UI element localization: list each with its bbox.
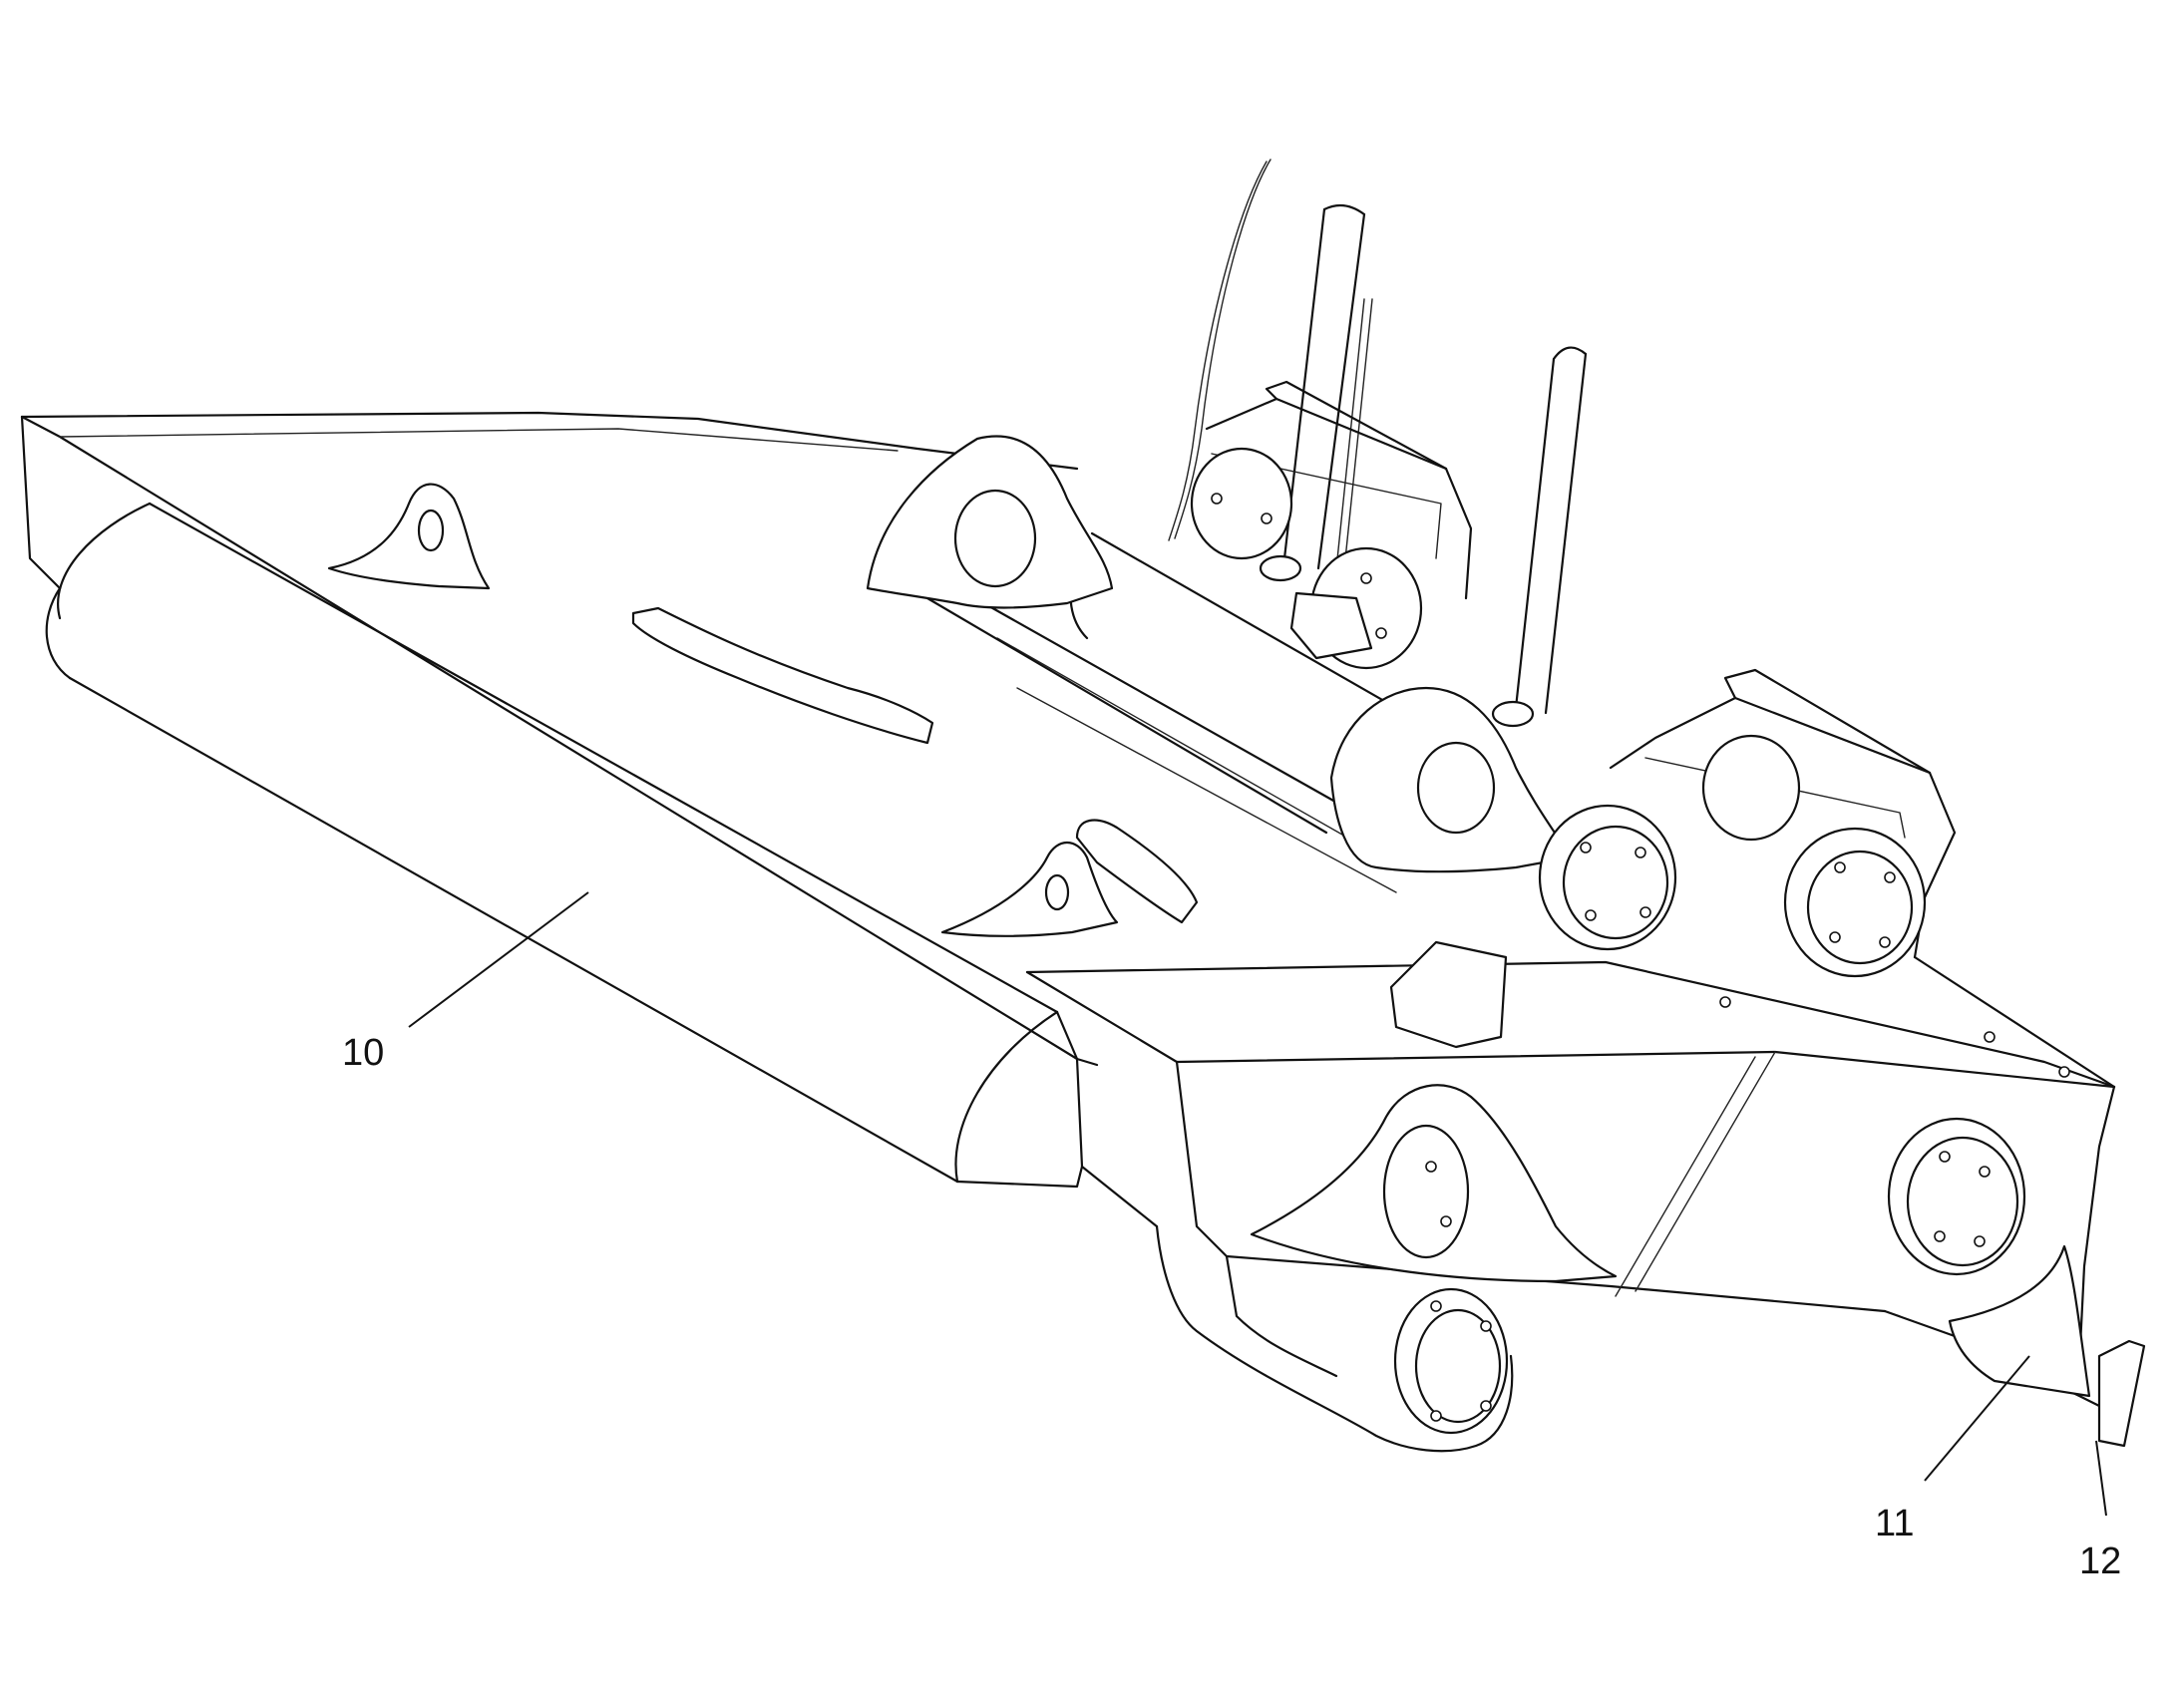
callout-10: 10 [342, 891, 589, 1074]
hydraulic-lines [1168, 159, 1588, 728]
leader-line-10 [408, 891, 589, 1028]
frame-body [20, 380, 2146, 1453]
leader-line-11 [1924, 1355, 2030, 1482]
leader-line-12 [2095, 1440, 2107, 1517]
callout-label-11: 11 [1875, 1503, 1914, 1544]
callout-11: 11 [1875, 1355, 2030, 1544]
callout-label-12: 12 [2079, 1540, 2121, 1582]
bolts [1211, 493, 2070, 1422]
callout-12: 12 [2079, 1440, 2121, 1582]
callout-label-10: 10 [342, 1032, 384, 1074]
